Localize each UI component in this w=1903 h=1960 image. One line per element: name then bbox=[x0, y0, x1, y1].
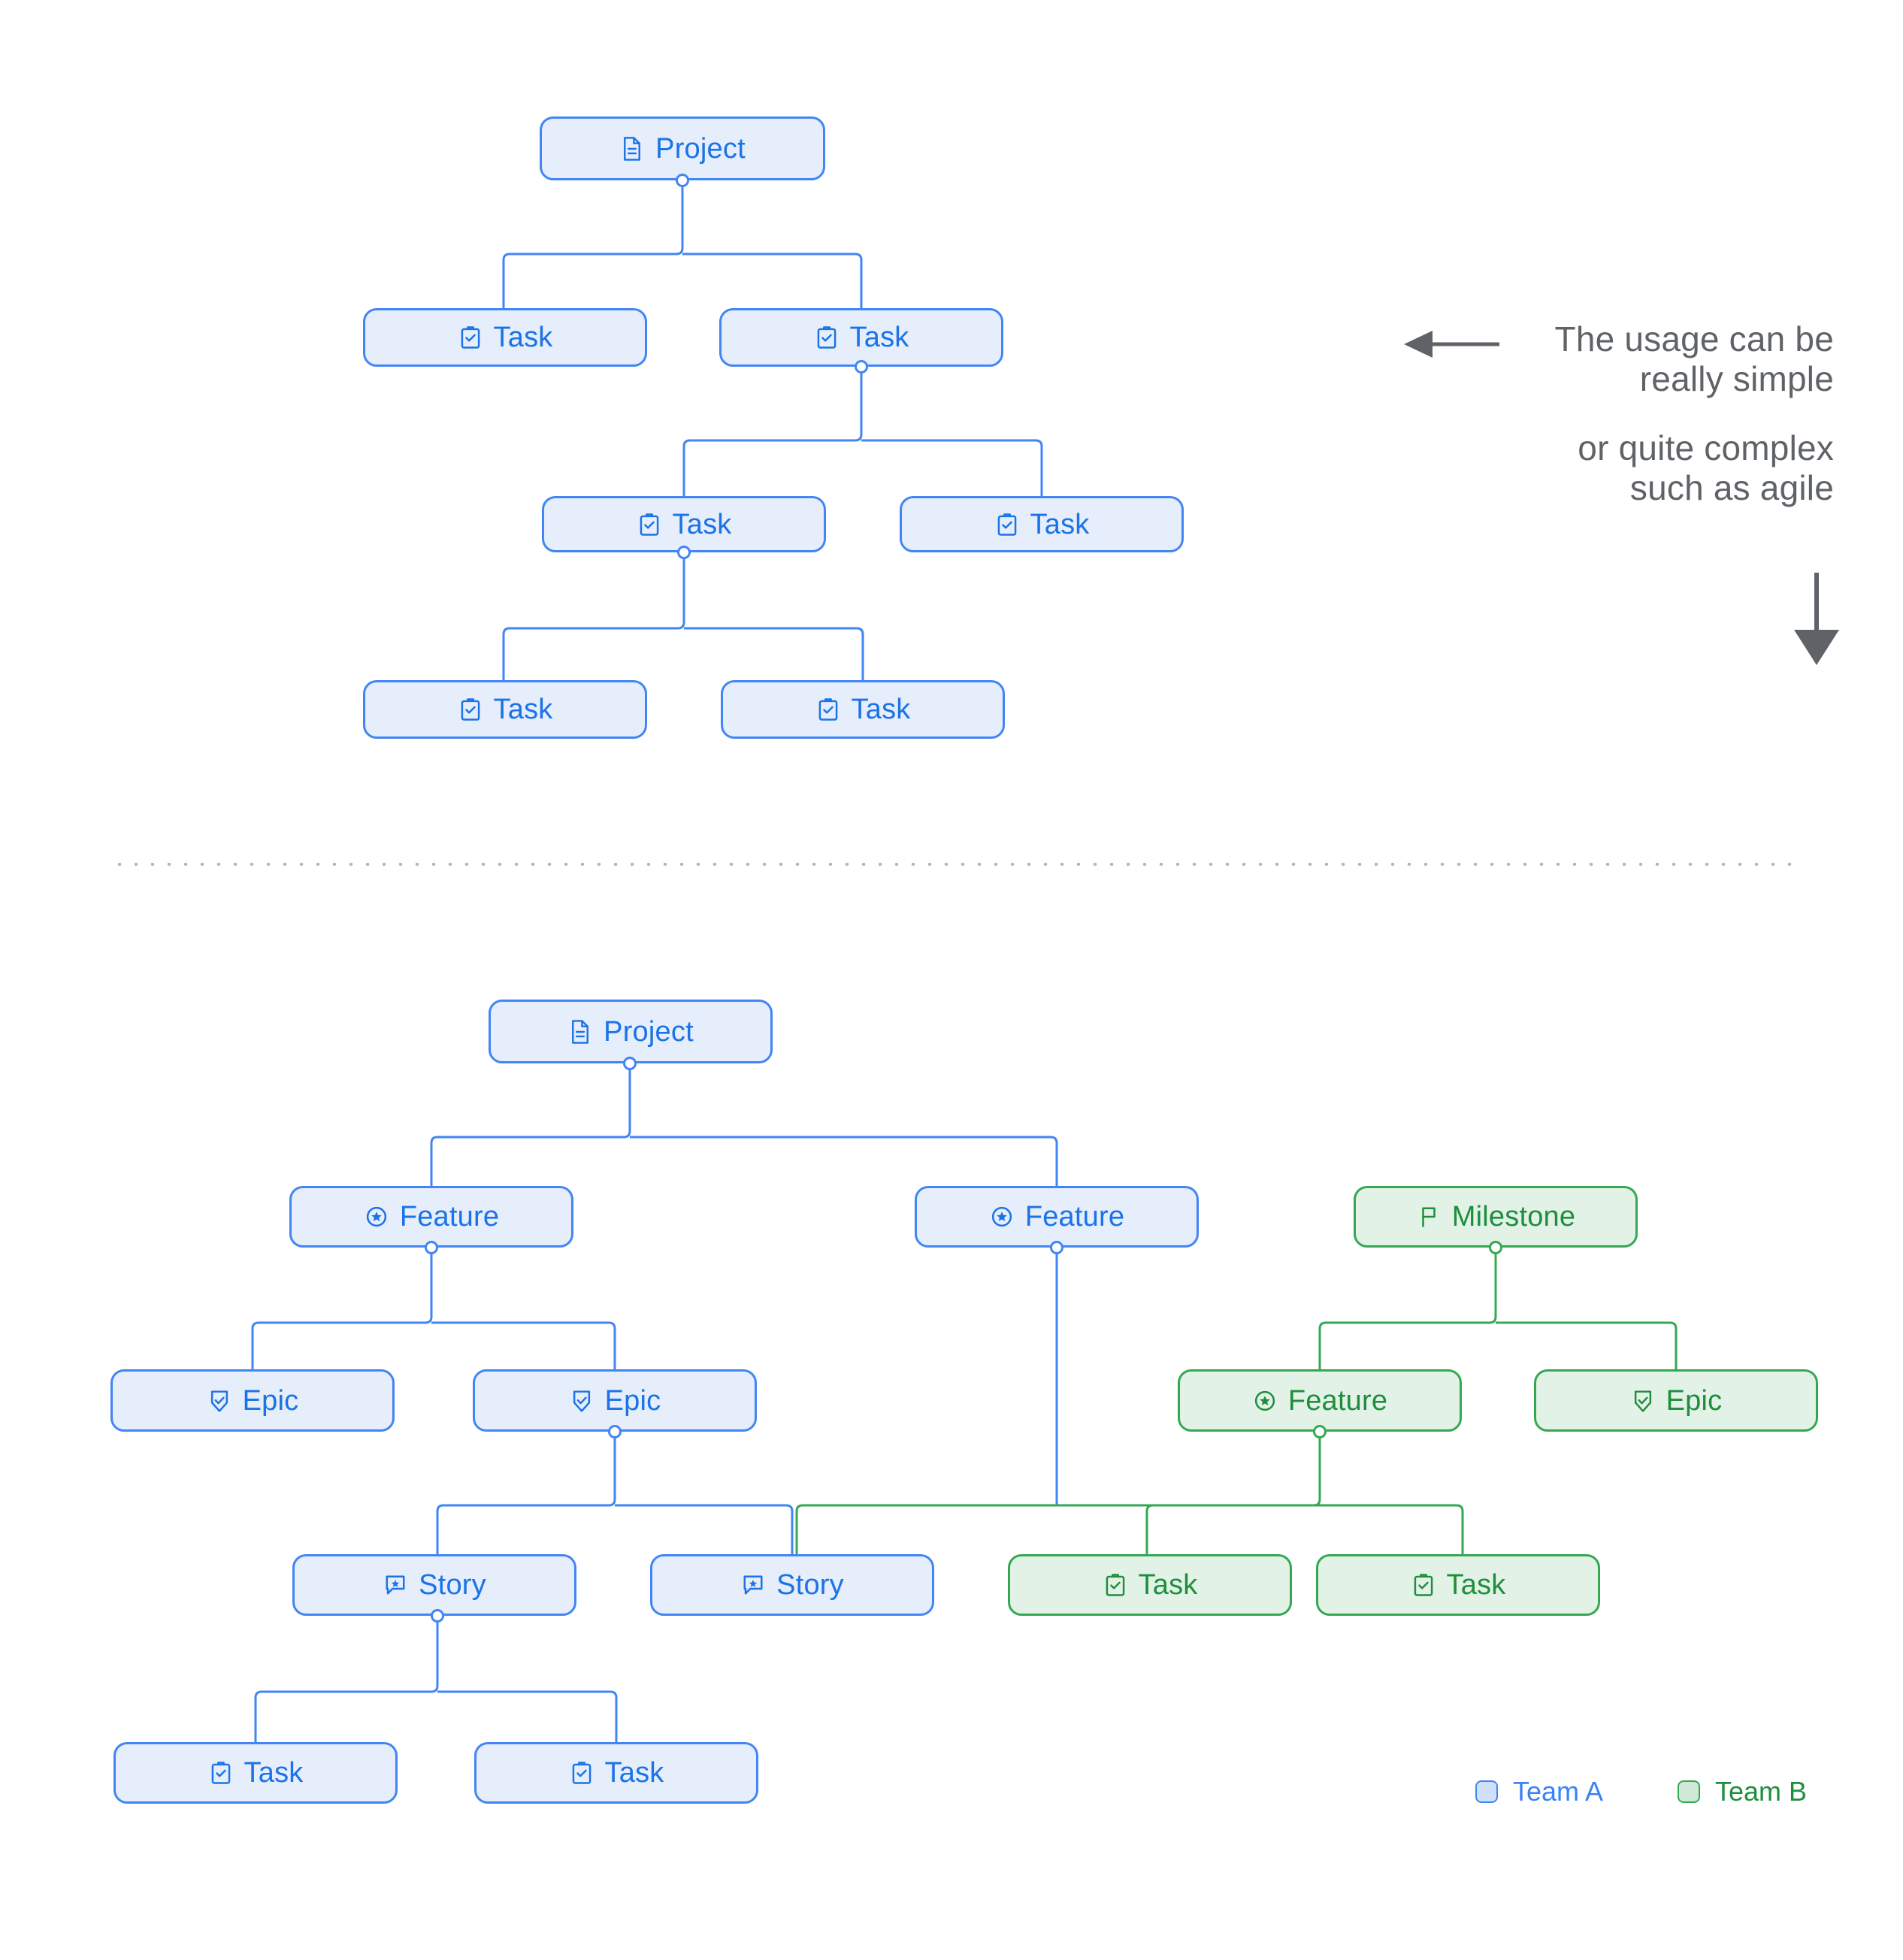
node-label: Task bbox=[1446, 1569, 1506, 1601]
node-label: Task bbox=[849, 322, 909, 353]
connector-dot bbox=[608, 1425, 622, 1438]
node-task[interactable]: Task bbox=[363, 680, 647, 739]
connector-dot bbox=[1050, 1241, 1063, 1254]
star-circle-icon bbox=[364, 1204, 389, 1230]
clipboard-check-icon bbox=[637, 512, 662, 537]
document-icon bbox=[619, 136, 645, 162]
shield-check-icon bbox=[207, 1388, 232, 1414]
node-task[interactable]: Task bbox=[1008, 1554, 1292, 1616]
legend-label: Team B bbox=[1715, 1776, 1808, 1807]
node-story[interactable]: Story bbox=[292, 1554, 576, 1616]
star-circle-icon bbox=[1252, 1388, 1278, 1414]
node-project[interactable]: Project bbox=[540, 116, 825, 180]
node-task[interactable]: Task bbox=[721, 680, 1005, 739]
clipboard-check-icon bbox=[815, 697, 841, 722]
node-label: Task bbox=[851, 694, 911, 725]
node-label: Story bbox=[419, 1569, 486, 1601]
node-task[interactable]: Task bbox=[900, 496, 1184, 552]
node-project[interactable]: Project bbox=[489, 1000, 773, 1063]
node-label: Task bbox=[244, 1757, 304, 1789]
shield-check-icon bbox=[1630, 1388, 1656, 1414]
node-label: Task bbox=[1030, 508, 1090, 540]
annotation-line-2: really simple bbox=[1639, 359, 1834, 399]
node-milestone[interactable]: Milestone bbox=[1354, 1186, 1638, 1248]
node-label: Feature bbox=[1287, 1384, 1388, 1417]
annotation-text: The usage can be really simple or quite … bbox=[1398, 319, 1834, 508]
node-epic[interactable]: Epic bbox=[110, 1369, 395, 1432]
flag-icon bbox=[1416, 1204, 1442, 1230]
connector-dot bbox=[425, 1241, 438, 1254]
connector-dot bbox=[1313, 1425, 1327, 1438]
node-feature[interactable]: Feature bbox=[915, 1186, 1199, 1248]
node-feature[interactable]: Feature bbox=[1178, 1369, 1462, 1432]
clipboard-check-icon bbox=[814, 325, 840, 350]
node-feature[interactable]: Feature bbox=[289, 1186, 573, 1248]
clipboard-check-icon bbox=[569, 1760, 594, 1786]
speech-star-icon bbox=[383, 1572, 408, 1598]
connector-dot bbox=[855, 360, 868, 374]
shield-check-icon bbox=[569, 1388, 594, 1414]
arrow-down-icon bbox=[1794, 573, 1839, 665]
node-label: Story bbox=[776, 1569, 844, 1601]
node-label: Project bbox=[604, 1015, 694, 1048]
node-task[interactable]: Task bbox=[1316, 1554, 1600, 1616]
node-label: Task bbox=[493, 694, 553, 725]
node-story[interactable]: Story bbox=[650, 1554, 934, 1616]
legend-label: Team A bbox=[1513, 1776, 1604, 1807]
team-a-swatch bbox=[1475, 1780, 1498, 1803]
node-label: Task bbox=[672, 508, 732, 540]
clipboard-check-icon bbox=[458, 697, 483, 722]
star-circle-icon bbox=[989, 1204, 1015, 1230]
node-label: Feature bbox=[399, 1201, 500, 1233]
node-task[interactable]: Task bbox=[363, 308, 647, 367]
node-label: Epic bbox=[604, 1384, 661, 1417]
clipboard-check-icon bbox=[1411, 1572, 1436, 1598]
node-label: Milestone bbox=[1451, 1201, 1576, 1233]
connector-dot bbox=[1489, 1241, 1502, 1254]
connector-dot bbox=[431, 1609, 444, 1623]
clipboard-check-icon bbox=[994, 512, 1020, 537]
connector-dot bbox=[677, 546, 691, 559]
section-divider bbox=[111, 863, 1793, 866]
node-label: Task bbox=[1138, 1569, 1198, 1601]
node-task[interactable]: Task bbox=[542, 496, 826, 552]
node-label: Project bbox=[655, 132, 746, 165]
node-epic[interactable]: Epic bbox=[473, 1369, 757, 1432]
annotation-line-4: such as agile bbox=[1629, 468, 1834, 508]
document-icon bbox=[567, 1019, 593, 1045]
legend-item-team-a: Team A bbox=[1475, 1776, 1603, 1807]
node-task[interactable]: Task bbox=[719, 308, 1003, 367]
node-label: Task bbox=[604, 1757, 664, 1789]
legend-item-team-b: Team B bbox=[1678, 1776, 1807, 1807]
speech-star-icon bbox=[740, 1572, 766, 1598]
node-label: Epic bbox=[1666, 1384, 1723, 1417]
connector-dot bbox=[623, 1057, 637, 1070]
team-b-swatch bbox=[1678, 1780, 1700, 1803]
node-label: Epic bbox=[242, 1384, 299, 1417]
node-label: Feature bbox=[1024, 1201, 1125, 1233]
annotation-line-1: The usage can be bbox=[1554, 319, 1834, 358]
clipboard-check-icon bbox=[458, 325, 483, 350]
clipboard-check-icon bbox=[208, 1760, 234, 1786]
node-task[interactable]: Task bbox=[474, 1742, 758, 1804]
node-task[interactable]: Task bbox=[113, 1742, 398, 1804]
node-epic[interactable]: Epic bbox=[1534, 1369, 1818, 1432]
annotation-line-3: or quite complex bbox=[1578, 428, 1834, 467]
connector-dot bbox=[676, 174, 689, 187]
clipboard-check-icon bbox=[1103, 1572, 1128, 1598]
node-label: Task bbox=[493, 322, 553, 353]
